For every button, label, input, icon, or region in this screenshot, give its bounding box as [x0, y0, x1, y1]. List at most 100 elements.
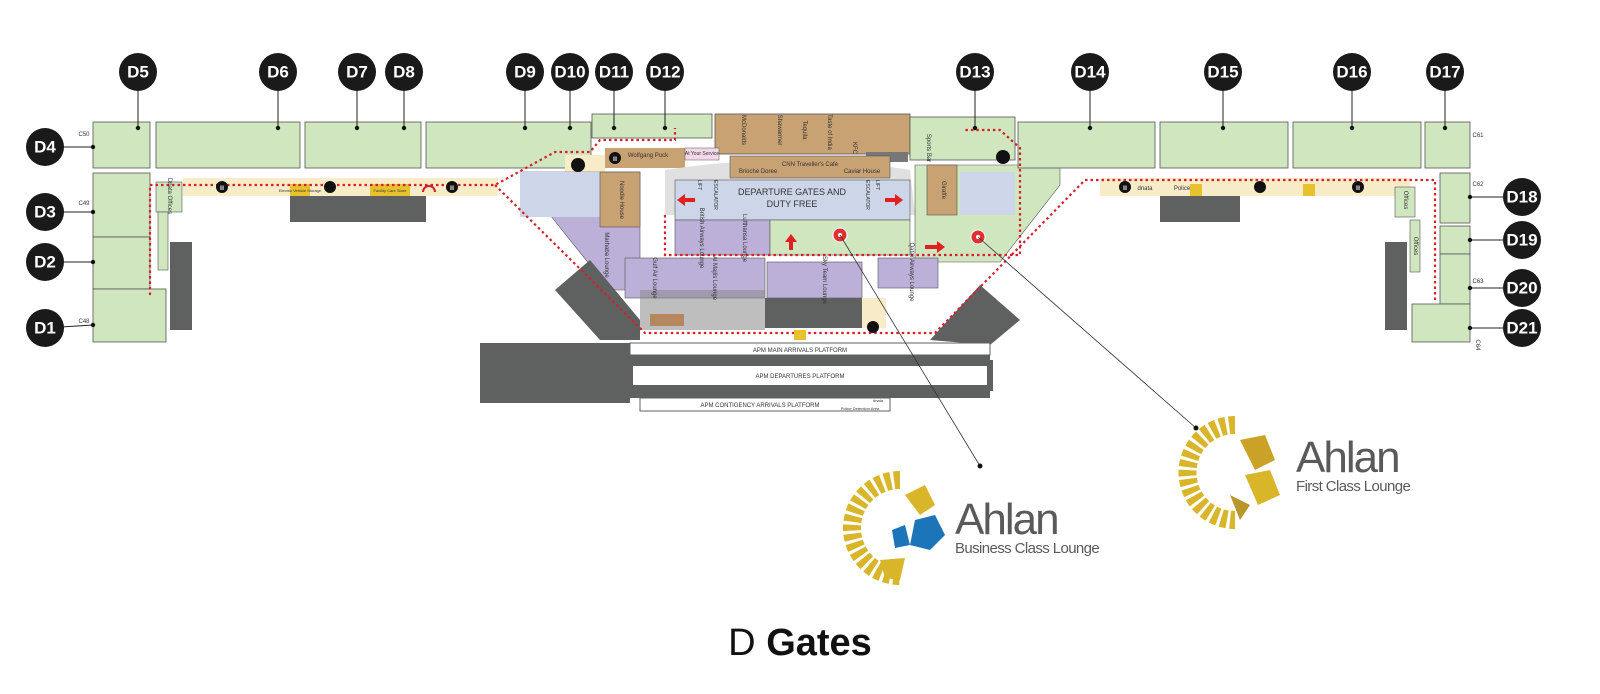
gate-badge — [1426, 53, 1464, 91]
gate-area-d11-d12 — [591, 113, 713, 139]
svg-text:ǁǁ: ǁǁ — [1356, 186, 1361, 192]
ev-storage-block — [290, 184, 310, 196]
gate-marker-d16[interactable]: D16 — [1333, 53, 1371, 131]
gate-marker-d20[interactable]: D20 — [1467, 269, 1541, 307]
svg-text:ǁǁ: ǁǁ — [613, 157, 618, 163]
gate-label: D3 — [34, 203, 56, 222]
leader-dot — [977, 463, 983, 469]
left-concourse — [183, 178, 498, 196]
apm-contingency-platform — [639, 397, 891, 412]
gate-marker-d19[interactable]: D19 — [1467, 221, 1541, 259]
gate-label: D15 — [1207, 63, 1238, 82]
ahlan-first-lounge-logo[interactable]: Ahlan First Class Lounge — [1296, 436, 1411, 496]
gate-marker-d17[interactable]: D17 — [1426, 53, 1464, 131]
gate-marker-d6[interactable]: D6 — [259, 53, 297, 131]
gate-badge — [1503, 269, 1541, 307]
gate-dot — [662, 125, 668, 131]
svg-text:ǁǁ: ǁǁ — [220, 186, 225, 192]
gate-dot — [90, 144, 96, 150]
restroom-icon: ǁǁ — [609, 152, 621, 164]
gate-badge — [1333, 53, 1371, 91]
gate-marker-d11[interactable]: D11 — [595, 53, 633, 131]
gate-badge — [259, 53, 297, 91]
baggage-icon — [996, 150, 1010, 164]
gate-marker-d13[interactable]: D13 — [956, 53, 994, 131]
gate-dot — [522, 125, 528, 131]
ahlan-business-lounge-logo[interactable]: Ahlan Business Class Lounge — [955, 498, 1100, 558]
marhaba-lounge-label: Marhaba Lounge — [603, 232, 609, 278]
gate-label: D5 — [127, 63, 149, 82]
gate-area-d16 — [1292, 121, 1422, 169]
gate-dot — [1442, 125, 1448, 131]
kfc-label: KFC — [851, 142, 857, 155]
gate-marker-d1[interactable]: D1 — [26, 309, 96, 347]
gate-marker-d8[interactable]: D8 — [385, 53, 423, 131]
gate-dot — [1087, 125, 1093, 131]
british-airways-lounge-label: British Airways Lounge — [698, 208, 704, 269]
gate-area-d2 — [92, 236, 151, 290]
gate-label: D19 — [1506, 231, 1537, 250]
gate-badge — [551, 53, 589, 91]
gate-label: D10 — [554, 63, 585, 82]
stand-label: C62 — [1472, 182, 1484, 188]
noodle-house-label: Noodle House — [618, 181, 624, 220]
gate-badge — [595, 53, 633, 91]
gate-label: D7 — [346, 63, 368, 82]
facility-store-block — [370, 184, 410, 196]
gate-marker-d9[interactable]: D9 — [506, 53, 544, 131]
ev-storage-label: Electric Vehicle Storage — [279, 188, 322, 193]
gate-label: D9 — [514, 63, 536, 82]
gate-dot — [611, 125, 617, 131]
sky-team-lounge-block — [766, 261, 863, 299]
restroom-icon: ǁǁ — [216, 181, 228, 193]
gate-area-d20 — [1439, 253, 1471, 305]
ahlan-business-emblem — [843, 471, 945, 585]
gate-marker-d5[interactable]: D5 — [119, 53, 157, 131]
at-your-service-block — [684, 147, 720, 161]
platform-track-2 — [630, 390, 990, 398]
police-label: Police — [1174, 186, 1191, 192]
gate-marker-d7[interactable]: D7 — [338, 53, 376, 131]
lounge-logo-subtitle: First Class Lounge — [1296, 478, 1411, 495]
gate-dot — [1467, 285, 1473, 291]
gate-marker-d4[interactable]: D4 — [26, 128, 96, 166]
gate-dot — [354, 125, 360, 131]
gate-marker-d3[interactable]: D3 — [26, 193, 96, 231]
gate-badge — [506, 53, 544, 91]
gate-marker-d14[interactable]: D14 — [1071, 53, 1109, 131]
giraffe-label: Giraffe — [940, 181, 946, 200]
gate-label: D11 — [599, 63, 629, 82]
gate-marker-d2[interactable]: D2 — [26, 243, 96, 281]
stand-label: C49 — [78, 201, 90, 207]
stand-label: C63 — [1472, 279, 1484, 285]
dnata-label: dnata — [1137, 186, 1153, 192]
gate-dot — [90, 259, 96, 265]
apm-contingency-label: APM CONTIGENCY ARRIVALS PLATFORM — [700, 403, 819, 409]
gate-label: D21 — [1506, 319, 1537, 338]
offices-block — [1394, 186, 1416, 218]
gate-marker-d12[interactable]: D12 — [646, 53, 684, 131]
platform-track — [630, 355, 990, 363]
gate-marker-d15[interactable]: D15 — [1204, 53, 1242, 131]
gate-area-d9-d10 — [425, 121, 592, 169]
taste-of-india-label: Taste of India — [826, 114, 832, 150]
gate-badge — [26, 128, 64, 166]
exit-arrow-icon — [925, 241, 945, 253]
gate-marker-d21[interactable]: D21 — [1467, 309, 1541, 347]
noodle-house-block — [599, 171, 641, 228]
service-area-left — [640, 290, 765, 330]
stand-label: C48 — [78, 319, 90, 325]
gate-marker-d18[interactable]: D18 — [1467, 178, 1541, 216]
page-title: D Gates — [0, 622, 1600, 665]
gate-marker-d10[interactable]: D10 — [551, 53, 589, 131]
gate-badge — [646, 53, 684, 91]
cnn-cafe-label: CNN Traveller's Cafe — [782, 162, 839, 168]
lounge-logo-subtitle: Business Class Lounge — [955, 540, 1100, 557]
gate-area-d17 — [1424, 121, 1471, 169]
ba-lufthansa-lounges — [674, 219, 771, 256]
right-blue-area — [960, 172, 1015, 215]
gate-dot — [90, 322, 96, 328]
gate-dot — [90, 209, 96, 215]
escalator-arrow-icon — [885, 194, 903, 206]
gate-label: D17 — [1429, 63, 1460, 82]
